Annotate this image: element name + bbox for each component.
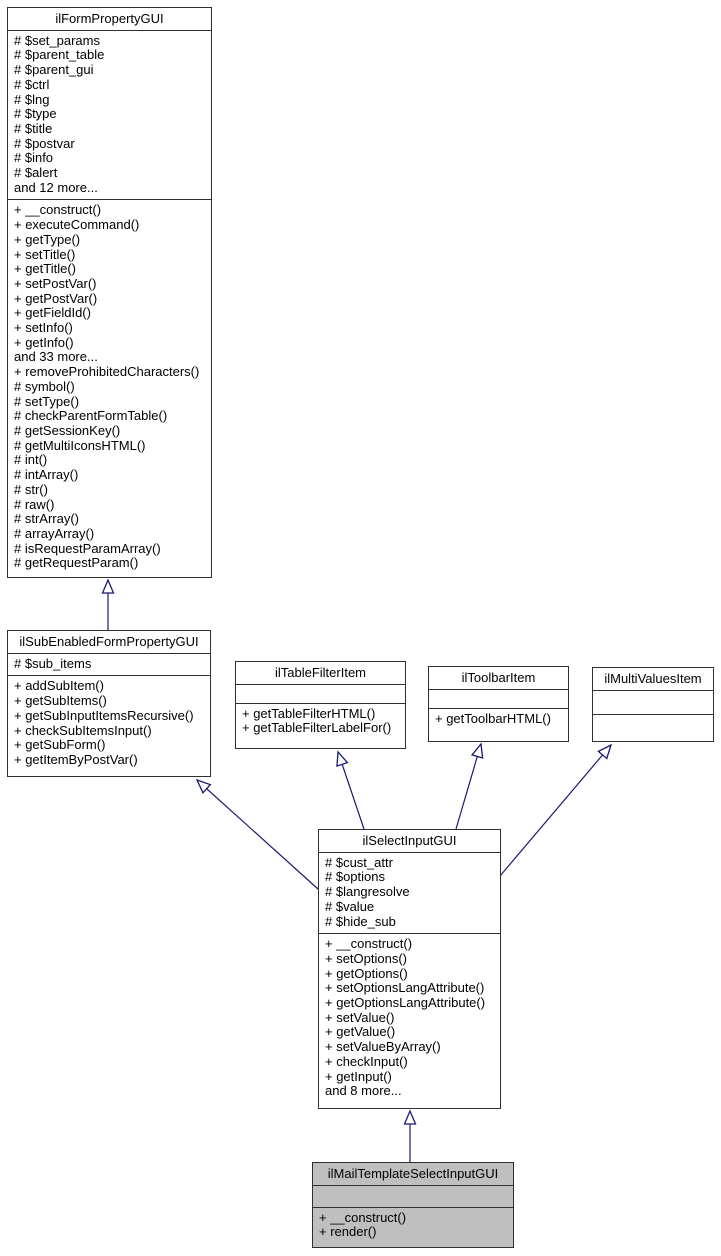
edge-ilselectinputgui-to-ilsubenabledformpropertygui [195,778,319,890]
class-box-ilsubenabledformpropertygui[interactable]: ilSubEnabledFormPropertyGUI # $sub_items… [7,630,211,777]
member-row: + getSubItems() [14,693,107,709]
class-name[interactable]: ilMailTemplateSelectInputGUI [313,1163,513,1186]
member-row: + getTableFilterHTML() [242,705,376,721]
member-row: + getTableFilterLabelFor() [242,720,392,736]
attributes-section [313,1186,513,1208]
member-row: + checkInput() [325,1053,408,1069]
member-row: # $set_params [14,32,100,48]
member-row: + setInfo() [14,320,73,336]
member-row: # $cust_attr [325,854,393,870]
member-row: # $hide_sub [325,913,396,929]
member-row: # intArray() [14,467,79,483]
member-row: + __construct() [325,936,413,952]
class-name[interactable]: ilSubEnabledFormPropertyGUI [8,631,210,654]
class-name[interactable]: ilFormPropertyGUI [8,8,211,31]
member-row: + __construct() [319,1209,407,1225]
member-row: # $parent_table [14,47,105,63]
member-row: # symbol() [14,378,75,394]
member-row: + setOptions() [325,950,408,966]
class-box-ilmultivaluesitem[interactable]: ilMultiValuesItem [592,667,714,742]
member-row: # isRequestParamArray() [14,540,161,556]
class-name[interactable]: ilMultiValuesItem [593,668,713,691]
member-row: + checkSubItemsInput() [14,722,152,738]
member-row: + getOptions() [325,965,408,981]
member-row: + getSubForm() [14,737,106,753]
member-row: # arrayArray() [14,525,95,541]
member-row: + getTitle() [14,261,77,277]
member-row: # getRequestParam() [14,555,139,571]
class-name[interactable]: ilTableFilterItem [236,662,405,685]
member-row: + getType() [14,231,81,247]
attributes-section [429,690,568,709]
methods-section: + __construct()+ render() [313,1208,513,1247]
attributes-section [236,685,405,704]
member-row: + render() [319,1224,377,1240]
member-row: # setType() [14,393,80,409]
member-row: + getToolbarHTML() [435,710,551,726]
member-row: and 8 more... [325,1083,402,1099]
member-row: # getSessionKey() [14,422,121,438]
methods-section: + __construct()+ executeCommand()+ getTy… [8,200,211,577]
member-row: # $postvar [14,135,75,151]
member-row: + setValueByArray() [325,1039,441,1055]
edge-ilselectinputgui-to-iltoolbaritem [455,742,484,830]
member-row: + setValue() [325,1009,395,1025]
methods-section: + getTableFilterHTML()+ getTableFilterLa… [236,704,405,748]
member-row: # $type [14,106,57,122]
member-row: # $langresolve [325,884,410,900]
member-row: # $value [325,898,375,914]
member-row: + setPostVar() [14,275,97,291]
member-row: # $options [325,869,385,885]
edge-ilselectinputgui-to-ilmultivaluesitem [499,743,613,877]
class-box-iltablefilteritem[interactable]: ilTableFilterItem + getTableFilterHTML()… [235,661,406,749]
attributes-section: # $sub_items [8,654,210,677]
member-row: # $info [14,150,54,166]
member-row: + __construct() [14,202,102,218]
member-row: # $parent_gui [14,62,94,78]
member-row: # int() [14,452,48,468]
methods-section: + __construct()+ setOptions()+ getOption… [319,934,500,1108]
member-row: # $alert [14,165,58,181]
class-box-ilmailtemplateselectinputgui[interactable]: ilMailTemplateSelectInputGUI + __constru… [312,1162,514,1248]
class-box-iltoolbaritem[interactable]: ilToolbarItem + getToolbarHTML() [428,666,569,742]
member-row: + getInfo() [14,334,74,350]
member-row: # strArray() [14,511,79,527]
member-row: + getItemByPostVar() [14,751,138,767]
member-row: + getInput() [325,1068,392,1084]
member-row: # checkParentFormTable() [14,408,168,424]
member-row: + getOptionsLangAttribute() [325,995,486,1011]
methods-section [593,715,713,741]
class-name[interactable]: ilSelectInputGUI [319,830,500,853]
member-row: + getPostVar() [14,290,98,306]
member-row: + setOptionsLangAttribute() [325,980,485,996]
member-row: and 33 more... [14,349,98,365]
member-row: # $sub_items [14,655,92,671]
attributes-section [593,691,713,715]
methods-section: + getToolbarHTML() [429,709,568,741]
member-row: + getSubInputItemsRecursive() [14,707,194,723]
edge-ilselectinputgui-to-iltablefilteritem [336,750,365,830]
member-row: # $ctrl [14,76,50,92]
class-box-ilselectinputgui[interactable]: ilSelectInputGUI # $cust_attr# $options#… [318,829,501,1109]
attributes-section: # $cust_attr# $options# $langresolve# $v… [319,853,500,935]
member-row: # $title [14,120,53,136]
class-box-ilformpropertygui[interactable]: ilFormPropertyGUI # $set_params# $parent… [7,7,212,578]
attributes-section: # $set_params# $parent_table# $parent_gu… [8,31,211,201]
member-row: + setTitle() [14,246,76,262]
class-name[interactable]: ilToolbarItem [429,667,568,690]
member-row: # getMultiIconsHTML() [14,437,146,453]
member-row: # $lng [14,91,50,107]
methods-section: + addSubItem()+ getSubItems()+ getSubInp… [8,676,210,776]
member-row: # str() [14,481,48,497]
member-row: + getFieldId() [14,305,91,321]
member-row: + executeCommand() [14,217,140,233]
member-row: + addSubItem() [14,678,104,694]
member-row: and 12 more... [14,179,98,195]
member-row: # raw() [14,496,55,512]
member-row: + removeProhibitedCharacters() [14,364,200,380]
member-row: + getValue() [325,1024,396,1040]
